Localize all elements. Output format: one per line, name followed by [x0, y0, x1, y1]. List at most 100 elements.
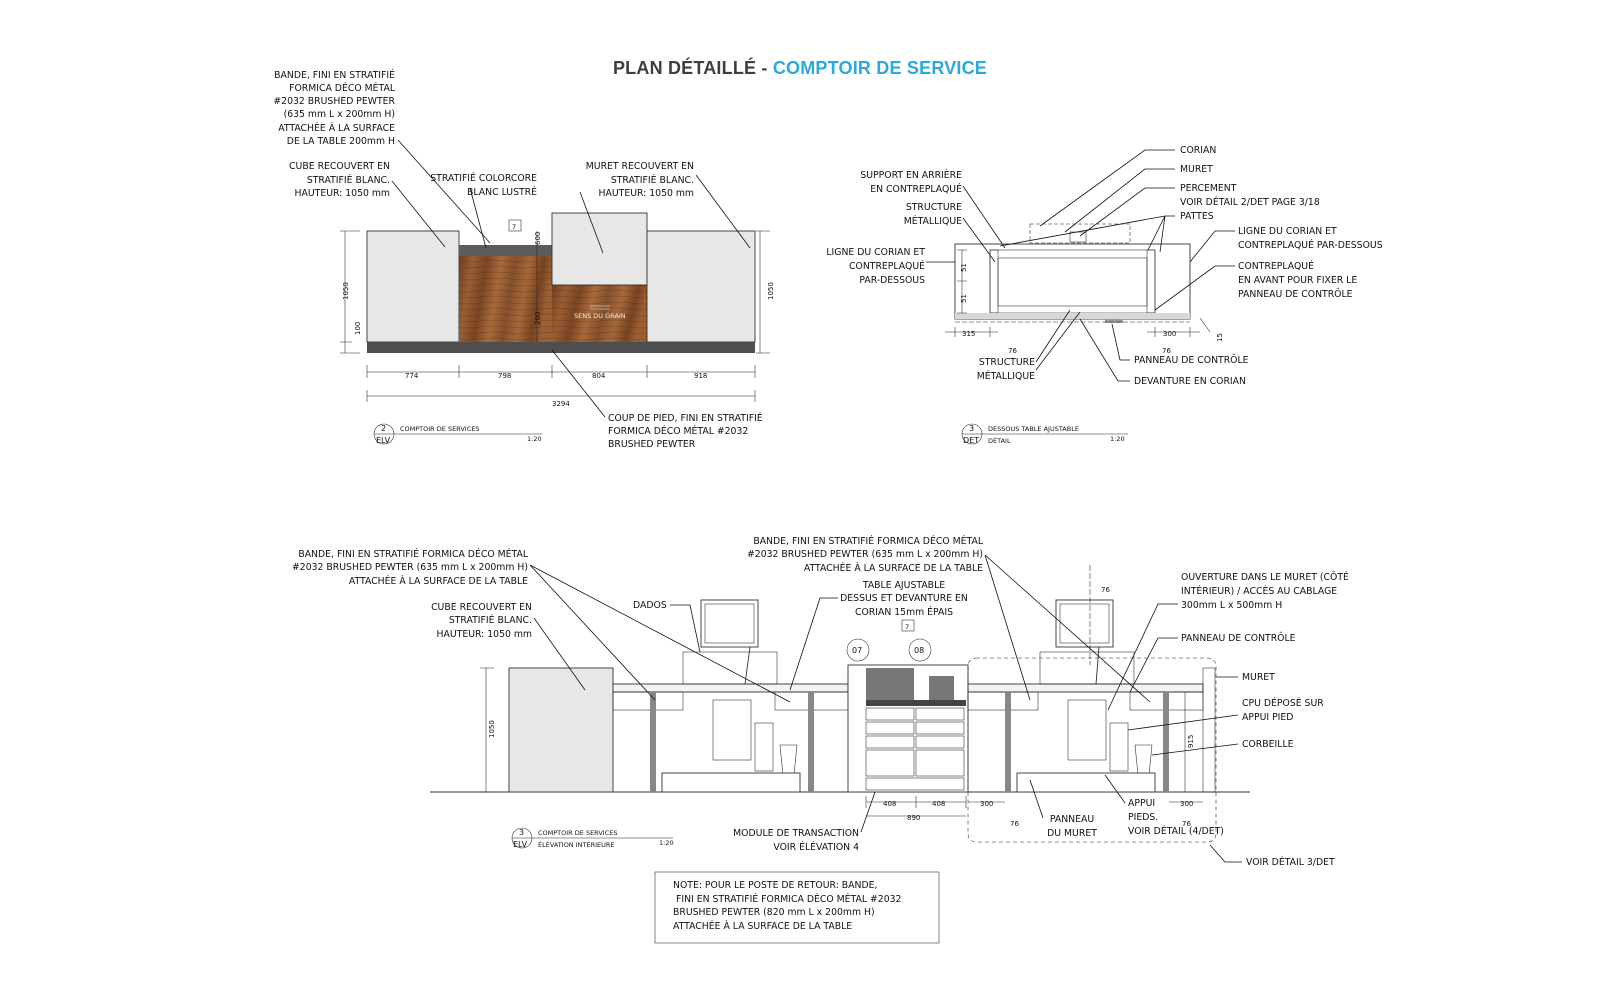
svg-text:LIGNE DU CORIAN ET: LIGNE DU CORIAN ET — [826, 247, 925, 258]
svg-text:300mm L x 500mm H: 300mm L x 500mm H — [1181, 600, 1282, 611]
svg-text:MODULE DE TRANSACTION: MODULE DE TRANSACTION — [733, 828, 859, 839]
svg-text:VOIR DÉTAIL (4/DET): VOIR DÉTAIL (4/DET) — [1128, 825, 1224, 837]
dim-toe: 100 — [354, 322, 362, 335]
svg-text:APPUI: APPUI — [1128, 798, 1155, 809]
svg-text:300: 300 — [1163, 330, 1176, 338]
note-module: MODULE DE TRANSACTION VOIR ÉLÉVATION 4 — [733, 828, 859, 853]
note-panneau-interior: PANNEAU DE CONTRÔLE — [1181, 632, 1296, 644]
svg-text:DET: DET — [963, 436, 979, 445]
svg-text:315: 315 — [962, 330, 975, 338]
svg-text:ELV: ELV — [376, 436, 391, 445]
svg-text:#2032 BRUSHED PEWTER (635 mm L: #2032 BRUSHED PEWTER (635 mm L x 200mm H… — [747, 549, 983, 560]
svg-text:915: 915 — [1187, 735, 1195, 748]
dim-height-left: 1050 — [342, 282, 350, 300]
svg-text:3: 3 — [519, 828, 524, 837]
svg-text:STRATIFIÉ COLORCORE: STRATIFIÉ COLORCORE — [430, 172, 537, 184]
callout-detail-3: 3 DET DESSOUS TABLE AJUSTABLE DÉTAIL 1:2… — [961, 423, 1128, 445]
svg-text:76: 76 — [1162, 347, 1171, 355]
note-dados: DADOS — [633, 600, 667, 611]
note-muret: MURET RECOUVERT EN STRATIFIÉ BLANC. HAUT… — [586, 161, 694, 199]
toe-kick — [367, 342, 755, 353]
svg-text:BANDE, FINI EN STRATIFIÉ FORMI: BANDE, FINI EN STRATIFIÉ FORMICA DÉCO MÉ… — [298, 548, 529, 560]
note-colorcore: STRATIFIÉ COLORCORE BLANC LUSTRÉ — [430, 172, 537, 198]
svg-text:300: 300 — [1180, 800, 1193, 808]
svg-text:76: 76 — [1182, 820, 1191, 828]
svg-text:1:20: 1:20 — [659, 839, 674, 847]
svg-text:CONTREPLAQUÉ: CONTREPLAQUÉ — [849, 260, 925, 272]
dim-seg-2: 798 — [498, 372, 511, 380]
svg-text:1:20: 1:20 — [1110, 435, 1125, 443]
svg-text:ATTACHÉE À LA SURFACE: ATTACHÉE À LA SURFACE — [278, 122, 395, 134]
svg-text:COMPTOIR DE SERVICES: COMPTOIR DE SERVICES — [400, 425, 479, 433]
svg-text:STRATIFIÉ BLANC.: STRATIFIÉ BLANC. — [307, 174, 390, 186]
svg-text:BRUSHED PEWTER: BRUSHED PEWTER — [608, 439, 696, 450]
page-title: PLAN DÉTAILLÉ - COMPTOIR DE SERVICE — [0, 58, 1600, 79]
svg-text:DESSUS ET DEVANTURE EN: DESSUS ET DEVANTURE EN — [840, 593, 968, 604]
svg-text:07: 07 — [852, 646, 862, 655]
note-cpu: CPU DÉPOSÉ SUR APPUI PIED — [1242, 697, 1324, 723]
svg-text:PIEDS.: PIEDS. — [1128, 812, 1158, 823]
svg-text:STRATIFIÉ BLANC.: STRATIFIÉ BLANC. — [449, 614, 532, 626]
svg-text:ATTACHÉE À LA SURFACE DE LA TA: ATTACHÉE À LA SURFACE DE LA TABLE — [804, 562, 983, 574]
svg-text:408: 408 — [883, 800, 896, 808]
callout-interior-3: 3 ELV COMPTOIR DE SERVICES ÉLÉVATION INT… — [511, 827, 674, 849]
table-outline — [954, 243, 1191, 320]
note-bande-center: BANDE, FINI EN STRATIFIÉ FORMICA DÉCO MÉ… — [747, 535, 984, 574]
svg-text:TABLE AJUSTABLE: TABLE AJUSTABLE — [862, 580, 945, 591]
svg-text:#2032 BRUSHED PEWTER: #2032 BRUSHED PEWTER — [273, 96, 395, 107]
note-percement: PERCEMENT VOIR DÉTAIL 2/DET PAGE 3/18 — [1180, 183, 1320, 208]
interior-elevation: 07 08 7 1050 915 408 408 890 300 76 — [292, 535, 1349, 868]
svg-text:#2032 BRUSHED PEWTER (635 mm L: #2032 BRUSHED PEWTER (635 mm L x 200mm H… — [292, 562, 528, 573]
cube-right — [646, 230, 756, 343]
dim-seg-4: 918 — [694, 372, 707, 380]
note-voir-detail: VOIR DÉTAIL 3/DET — [1246, 856, 1335, 868]
svg-text:2: 2 — [381, 424, 386, 433]
svg-text:15: 15 — [1216, 333, 1224, 342]
svg-text:EN CONTREPLAQUÉ: EN CONTREPLAQUÉ — [870, 183, 962, 195]
svg-text:FORMICA DÉCO MÉTAL #2032: FORMICA DÉCO MÉTAL #2032 — [608, 425, 748, 437]
svg-text:FINI EN STRATIFIÉ FORMICA DÉCO: FINI EN STRATIFIÉ FORMICA DÉCO MÉTAL #20… — [676, 893, 901, 905]
svg-text:NOTE: POUR LE POSTE DE RETOUR:: NOTE: POUR LE POSTE DE RETOUR: BANDE, — [673, 880, 878, 891]
note-ouverture: OUVERTURE DANS LE MURET (CÔTÉ INTÉRIEUR)… — [1181, 571, 1349, 611]
svg-text:MÉTALLIQUE: MÉTALLIQUE — [904, 215, 962, 227]
svg-text:COMPTOIR DE SERVICES: COMPTOIR DE SERVICES — [538, 829, 617, 837]
svg-text:SUPPORT EN ARRIÈRE: SUPPORT EN ARRIÈRE — [860, 169, 962, 181]
cube-interior — [508, 667, 614, 793]
title-highlight: COMPTOIR DE SERVICE — [772, 58, 988, 78]
muret-block — [551, 212, 648, 286]
svg-text:BANDE, FINI EN STRATIFIÉ: BANDE, FINI EN STRATIFIÉ — [274, 69, 395, 81]
note-devanture: DEVANTURE EN CORIAN — [1134, 376, 1246, 387]
svg-text:DE LA TABLE 200mm H: DE LA TABLE 200mm H — [287, 136, 395, 147]
svg-text:7: 7 — [905, 623, 909, 631]
monitor-left-icon — [700, 599, 759, 648]
svg-text:BANDE, FINI EN STRATIFIÉ FORMI: BANDE, FINI EN STRATIFIÉ FORMICA DÉCO MÉ… — [753, 535, 984, 547]
svg-text:76: 76 — [1008, 347, 1017, 355]
dim-height-right: 1050 — [767, 282, 775, 300]
elevation-service-counter: SENS DU GRAIN 7 1050 100 1050 600 200 77… — [273, 69, 775, 450]
svg-text:CPU DÉPOSÉ SUR: CPU DÉPOSÉ SUR — [1242, 697, 1324, 709]
svg-text:EN AVANT POUR FIXER LE: EN AVANT POUR FIXER LE — [1238, 275, 1357, 286]
note-corian: CORIAN — [1180, 145, 1216, 156]
note-panneau-detail: PANNEAU DE CONTRÔLE — [1134, 354, 1249, 366]
svg-text:DU MURET: DU MURET — [1047, 828, 1097, 839]
note-structure: STRUCTURE MÉTALLIQUE — [904, 202, 962, 227]
svg-text:1:20: 1:20 — [527, 435, 542, 443]
svg-text:STRUCTURE: STRUCTURE — [979, 357, 1035, 368]
svg-text:(635 mm L x 200mm H): (635 mm L x 200mm H) — [284, 109, 395, 120]
title-prefix: PLAN DÉTAILLÉ - — [612, 58, 773, 78]
svg-text:PERCEMENT: PERCEMENT — [1180, 183, 1237, 194]
svg-text:INTÉRIEUR) / ACCÈS AU CABLAGE: INTÉRIEUR) / ACCÈS AU CABLAGE — [1181, 585, 1337, 597]
note-corbeille: CORBEILLE — [1242, 739, 1294, 750]
marker-07 — [846, 638, 870, 662]
svg-text:APPUI PIED: APPUI PIED — [1242, 712, 1293, 723]
svg-text:BLANC LUSTRÉ: BLANC LUSTRÉ — [467, 186, 537, 198]
grain-label: SENS DU GRAIN — [574, 312, 626, 320]
svg-text:VOIR ÉLÉVATION 4: VOIR ÉLÉVATION 4 — [773, 841, 859, 853]
svg-text:LIGNE DU CORIAN ET: LIGNE DU CORIAN ET — [1238, 226, 1337, 237]
svg-text:08: 08 — [914, 646, 924, 655]
svg-text:HAUTEUR: 1050 mm: HAUTEUR: 1050 mm — [598, 188, 694, 199]
svg-text:408: 408 — [932, 800, 945, 808]
svg-text:51: 51 — [960, 294, 968, 303]
note-muret-interior: MURET — [1242, 672, 1275, 683]
